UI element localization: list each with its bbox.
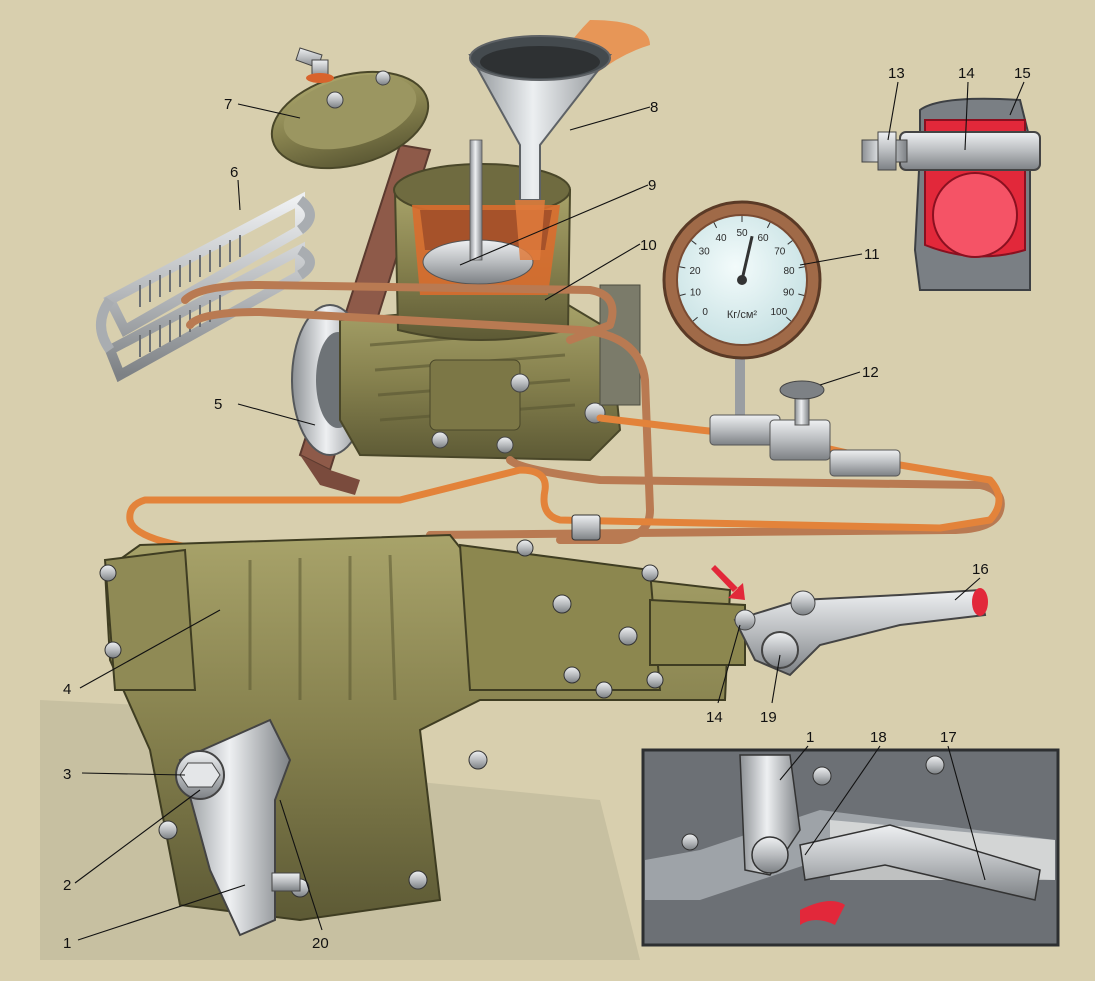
callout-14-top: 14 (958, 65, 975, 82)
callout-6: 6 (230, 164, 238, 181)
callout-7: 7 (224, 96, 232, 113)
gauge-tick (679, 293, 686, 296)
callout-5: 5 (214, 396, 222, 413)
gauge-tick-label: 80 (783, 266, 795, 277)
callout-12: 12 (862, 364, 879, 381)
leader-lines (74, 81, 1025, 941)
callout-3: 3 (63, 766, 71, 783)
gauge-scale: 010 20 30 40 50 60 70 80 90 100 (679, 216, 805, 322)
gauge-tick-label: 0 (702, 307, 708, 318)
gauge-needle (737, 235, 754, 285)
funnel (468, 20, 650, 260)
callout-20: 20 (312, 935, 329, 952)
inset-clamp-detail (861, 97, 1041, 291)
steering-gear-housing (99, 514, 746, 937)
gauge-tick (798, 266, 805, 269)
gauge-tick (798, 293, 805, 296)
gauge-tick (692, 316, 698, 322)
gauge-tick (679, 266, 686, 269)
callout-13: 13 (888, 65, 905, 82)
gauge-tick-label: 10 (690, 288, 702, 299)
callout-labels: 1 2 3 4 5 6 7 8 9 10 11 12 13 14 15 16 1… (63, 65, 1031, 952)
gauge-tick-label: 30 (699, 246, 711, 257)
inset-tie-rod-detail (641, 748, 1060, 947)
callout-19: 19 (760, 709, 777, 726)
pressure-lines (126, 414, 1003, 559)
gauge-tick-label: 90 (783, 288, 795, 299)
callout-11: 11 (864, 246, 880, 263)
callout-1: 1 (63, 935, 71, 952)
gauge-tick (691, 240, 697, 245)
callout-2: 2 (63, 877, 71, 894)
pressure-gauge: 010 20 30 40 50 60 70 80 90 100 Кг/см² (662, 200, 822, 415)
callout-14-shaft: 14 (706, 709, 723, 726)
gauge-unit: Кг/см² (727, 309, 758, 321)
callout-9: 9 (648, 177, 656, 194)
gauge-tick (766, 222, 771, 229)
gauge-tick-label: 100 (770, 307, 787, 318)
gauge-tick-label: 40 (715, 233, 727, 244)
steering-shaft-joint (711, 565, 988, 677)
callout-16: 16 (972, 561, 989, 578)
callout-15: 15 (1014, 65, 1031, 82)
gauge-tick-label: 50 (736, 228, 748, 239)
callout-8: 8 (650, 99, 658, 116)
callout-17: 17 (940, 729, 957, 746)
shutoff-valve (709, 380, 901, 477)
gauge-tick (786, 316, 792, 322)
callout-18: 18 (870, 729, 887, 746)
gauge-tick-label: 70 (774, 246, 786, 257)
gauge-tick-label: 60 (757, 233, 769, 244)
callout-10: 10 (640, 237, 657, 254)
gauge-tick (713, 222, 718, 229)
callout-1-inset: 1 (806, 729, 814, 746)
gauge-tick-label: 20 (689, 266, 701, 277)
reservoir-cap (270, 47, 430, 170)
gauge-tick (787, 240, 793, 245)
callout-4: 4 (63, 681, 71, 698)
